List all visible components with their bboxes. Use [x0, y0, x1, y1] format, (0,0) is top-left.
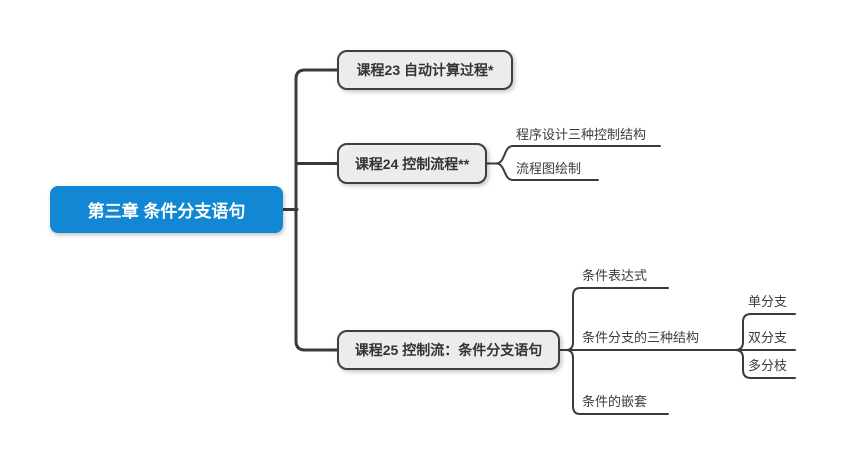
branch-multi-branch — [734, 349, 796, 379]
topic-lesson23[interactable]: 课程23 自动计算过程* — [337, 50, 513, 90]
subtopic-control-structures[interactable]: 程序设计三种控制结构 — [516, 127, 647, 142]
subtopic-single-branch[interactable]: 单分支 — [748, 294, 788, 309]
subtopic-double-branch[interactable]: 双分支 — [748, 330, 788, 345]
root-topic[interactable]: 第三章 条件分支语句 — [50, 186, 283, 233]
branch-conditional-expression — [565, 287, 669, 351]
topic-lesson25[interactable]: 课程25 控制流：条件分支语句 — [337, 330, 560, 370]
subtopic-multi-branch[interactable]: 多分枝 — [748, 358, 788, 373]
trunk-connector — [294, 68, 339, 352]
branch-control-structures — [495, 145, 661, 165]
topic-lesson24[interactable]: 课程24 控制流程** — [337, 143, 487, 184]
subtopic-nested-condition[interactable]: 条件的嵌套 — [582, 394, 648, 409]
branch-nested-condition — [565, 349, 669, 415]
subtopic-three-structures[interactable]: 条件分支的三种结构 — [582, 330, 700, 345]
subtopic-flowchart[interactable]: 流程图绘制 — [516, 161, 582, 176]
subtopic-conditional-expression[interactable]: 条件表达式 — [582, 268, 648, 283]
branch-flowchart — [495, 162, 599, 181]
